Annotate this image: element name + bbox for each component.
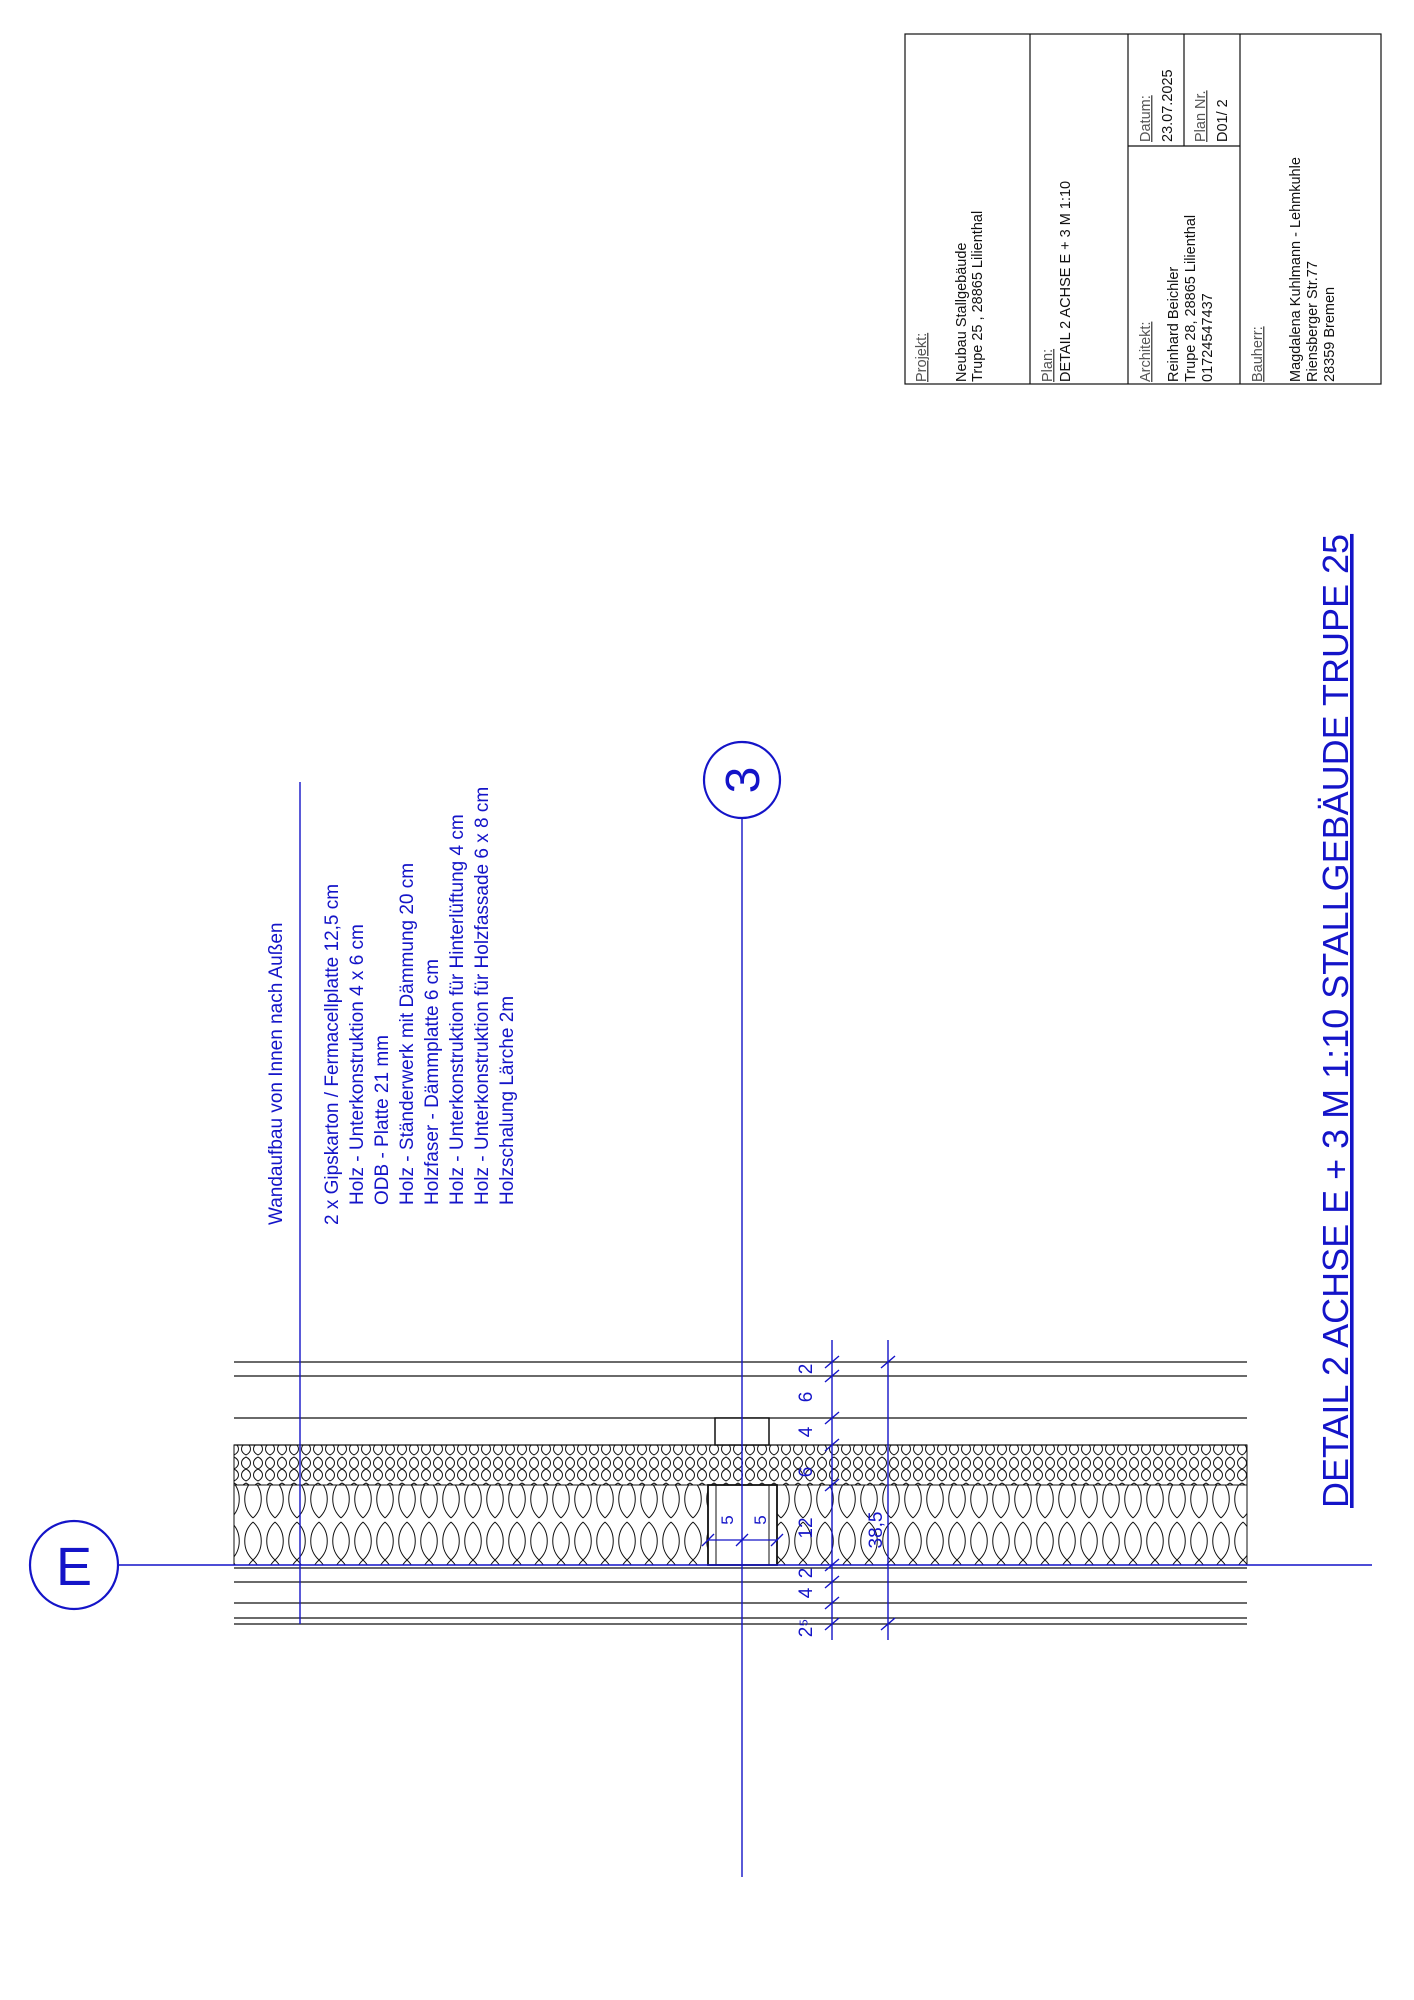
architekt-line-2: Trupe 28, 28865 Lilienthal: [1183, 215, 1199, 382]
axis-e-marker: [28, 1519, 120, 1611]
dim-segment-6: 2: [796, 1568, 817, 1579]
plan-nr-value: D01/ 2: [1215, 99, 1231, 142]
wall-layer-4: Holz - Ständerwerk mit Dämmung 20 cm: [397, 863, 418, 1205]
wall-build-notes: Wandaufbau von Innen nach Außen 2 x Gips…: [266, 787, 518, 1225]
wall-section: [233, 1361, 1248, 1625]
wall-layer-1: 2 x Gipskarton / Fermacellplatte 12,5 cm: [322, 884, 343, 1225]
projekt-label: Projekt:: [914, 333, 930, 382]
wall-layer-7: Holz - Unterkonstruktion für Holzfassade…: [472, 787, 493, 1205]
bauherr-label: Bauherr:: [1250, 326, 1266, 382]
wall-layer-6: Holz - Unterkonstruktion für Hinterlüftu…: [447, 814, 468, 1205]
dimension-chains: 2 6 4 6 12 2 4 2⁵ 38,5 5 5: [701, 1340, 896, 1640]
bauherr-line-2: Riensberger Str.77: [1305, 261, 1321, 382]
dim-segment-4: 6: [796, 1467, 817, 1478]
plan-nr-label: Plan Nr.: [1193, 90, 1209, 142]
projekt-line-2: Trupe 25 , 28865 Lilienthal: [970, 211, 986, 382]
plan-value: DETAIL 2 ACHSE E + 3 M 1:10: [1058, 181, 1074, 382]
axis-lines: E 3: [28, 740, 1372, 1877]
architekt-label: Architekt:: [1138, 322, 1154, 382]
architekt-line-1: Reinhard Beichler: [1166, 267, 1182, 382]
wood-fibre-insulation: [233, 1444, 1248, 1486]
wall-layer-3: ODB - Platte 21 mm: [372, 1035, 393, 1205]
title-block-frame: [904, 33, 1382, 385]
dim-segment-8: 2⁵: [796, 1619, 817, 1637]
title-block: [904, 33, 1382, 385]
post-dim-left: 5: [718, 1515, 737, 1524]
projekt-line-1: Neubau Stallgebäude: [954, 243, 970, 382]
dim-segment-1: 2: [796, 1364, 817, 1375]
axis-3-marker: [702, 740, 782, 820]
axis-3-label: 3: [717, 767, 770, 794]
dim-segment-2: 6: [796, 1392, 817, 1403]
datum-label: Datum:: [1138, 95, 1154, 142]
dim-ticks: [824, 1355, 896, 1631]
wall-layer-5: Holzfaser - Dämmplatte 6 cm: [422, 959, 443, 1205]
dim-segment-5: 12: [796, 1517, 817, 1538]
wall-layer-2: Holz - Unterkonstruktion 4 x 6 cm: [347, 924, 368, 1205]
datum-value: 23.07.2025: [1160, 69, 1176, 142]
bauherr-line-1: Magdalena Kuhlmann - Lehmkuhle: [1288, 157, 1304, 382]
plan-label: Plan:: [1040, 349, 1056, 382]
dim-segment-7: 4: [796, 1587, 817, 1598]
dim-total: 38,5: [866, 1512, 887, 1549]
wall-layer-8: Holzschalung Lärche 2m: [497, 996, 518, 1205]
bauherr-line-3: 28359 Bremen: [1322, 287, 1338, 382]
axis-e-label: E: [56, 1537, 92, 1597]
title-block-text: Projekt: Neubau Stallgebäude Trupe 25 , …: [914, 69, 1338, 382]
architekt-line-3: 01724547437: [1200, 293, 1216, 382]
post-dim-right: 5: [751, 1515, 770, 1524]
dim-segment-3: 4: [796, 1426, 817, 1437]
drawing-title: DETAIL 2 ACHSE E + 3 M 1:10 STALLGEBÄUDE…: [1315, 534, 1356, 1508]
wall-build-heading: Wandaufbau von Innen nach Außen: [266, 923, 287, 1225]
